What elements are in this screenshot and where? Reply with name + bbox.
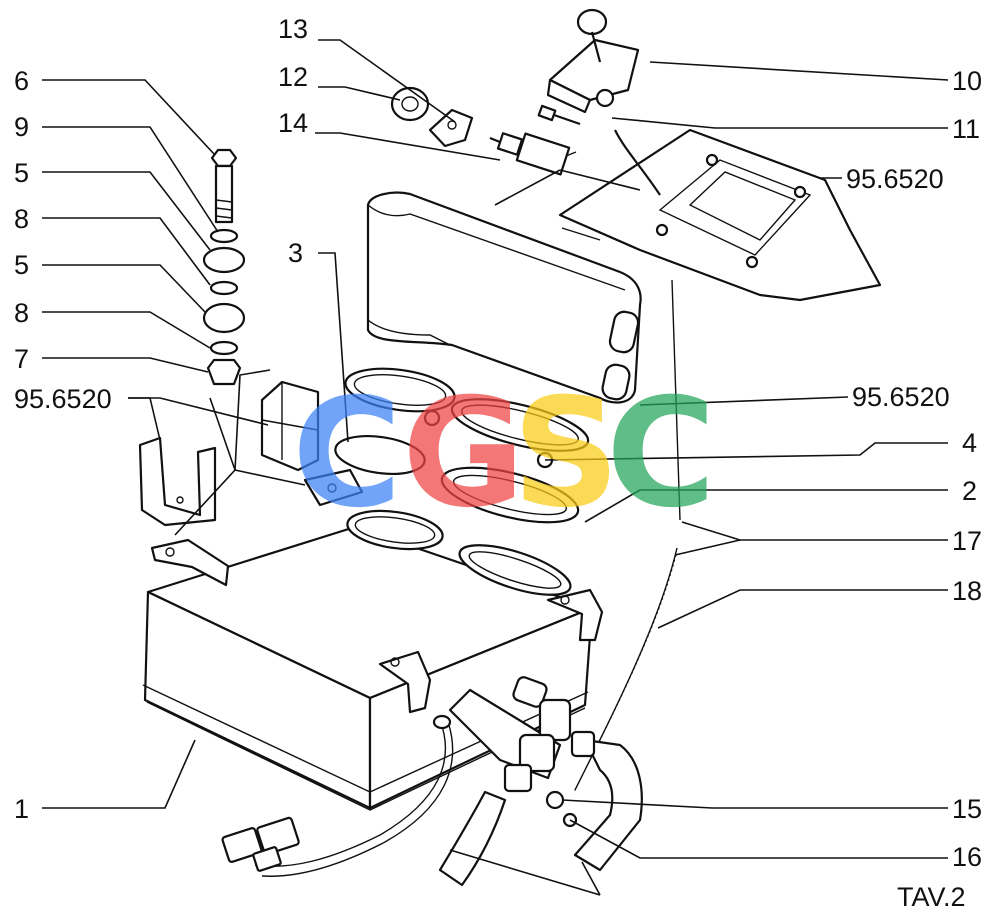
part-duct-housing: [366, 191, 642, 404]
watermark-letter-s: S: [512, 367, 620, 541]
part-water-valve: [448, 676, 578, 828]
part-clip-13: [428, 108, 474, 148]
part-wiring-connectors: [221, 714, 454, 877]
part-rubber-block: [260, 380, 320, 472]
label-14: 14: [278, 108, 308, 138]
part-flat-bracket: [303, 468, 364, 507]
label-95-6520-mid: 95.6520: [852, 382, 950, 412]
part-hoses: [438, 730, 643, 887]
part-switch-14: [489, 132, 577, 176]
label-95-6520-left: 95.6520: [14, 384, 112, 414]
label-15: 15: [952, 794, 982, 824]
label-5a: 5: [14, 158, 29, 188]
label-5b: 5: [14, 250, 29, 280]
watermark-letter-g: G: [402, 367, 525, 541]
part-screw-11: [537, 104, 581, 126]
label-4: 4: [962, 428, 977, 458]
label-9: 9: [14, 112, 29, 142]
part-bolt-stack: [202, 148, 246, 386]
label-11: 11: [952, 114, 980, 144]
label-95-6520-top: 95.6520: [846, 164, 944, 194]
part-knob-12: [390, 86, 430, 122]
label-10: 10: [952, 66, 982, 96]
label-8a: 8: [14, 204, 29, 234]
label-2: 2: [962, 476, 977, 506]
part-harness-upper: [614, 129, 661, 196]
label-18: 18: [952, 576, 982, 606]
label-7: 7: [14, 344, 29, 374]
label-1: 1: [14, 794, 29, 824]
label-13: 13: [278, 14, 308, 44]
label-3: 3: [288, 238, 303, 268]
part-labels: 6 9 5 8 5 8 7 95.6520 13 12 14 3 1 10 11…: [14, 14, 982, 912]
watermark-letter-c2: C: [606, 367, 716, 541]
part-control-lever: [546, 8, 640, 114]
leader-lines: [42, 39, 949, 896]
label-16: 16: [952, 842, 982, 872]
part-heater-box: [142, 525, 604, 811]
label-12: 12: [278, 62, 308, 92]
label-8b: 8: [14, 298, 29, 328]
part-cover-plate: [558, 128, 882, 302]
watermark-letter-c1: C: [292, 367, 402, 541]
part-u-bracket: [138, 436, 217, 527]
label-17: 17: [952, 526, 982, 556]
watermark: C G S C: [292, 367, 716, 541]
label-6: 6: [14, 66, 29, 96]
part-gaskets: [334, 367, 590, 596]
plate-label: TAV.2: [897, 882, 966, 912]
